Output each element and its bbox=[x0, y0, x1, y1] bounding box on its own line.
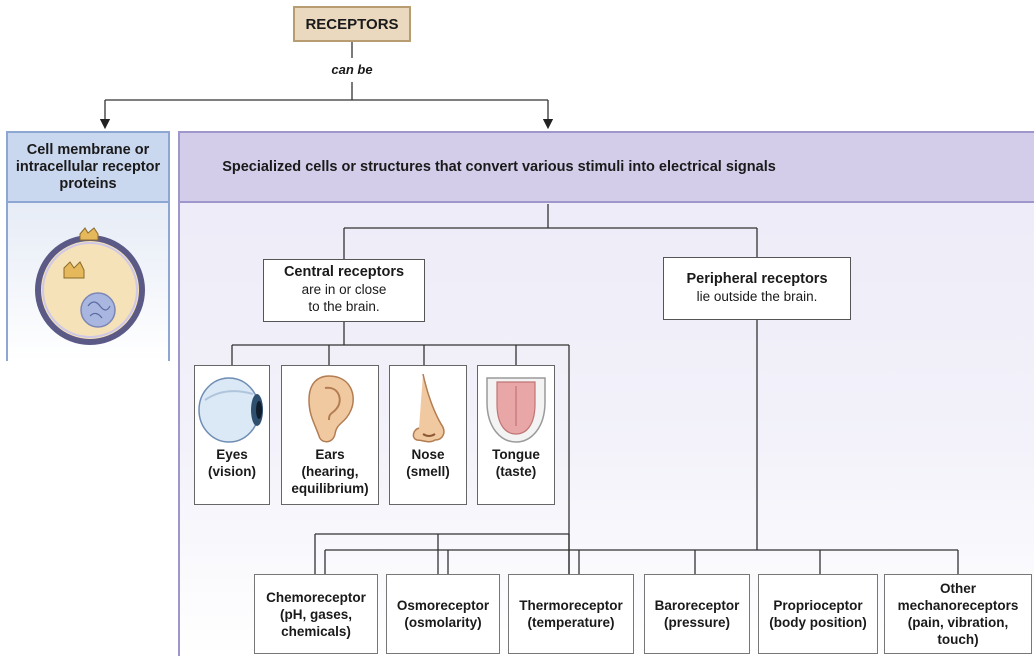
organ-tongue-name: Tongue bbox=[478, 446, 554, 463]
organ-eyes-detail: (vision) bbox=[195, 463, 269, 480]
receptor-line: Thermoreceptor bbox=[519, 597, 623, 614]
receptor-other-mechanoreceptors: Other mechanoreceptors (pain, vibration,… bbox=[884, 574, 1032, 654]
receptor-line: Chemoreceptor bbox=[266, 589, 366, 606]
peripheral-receptors-line1: lie outside the brain. bbox=[664, 288, 850, 305]
receptor-line: Baroreceptor bbox=[655, 597, 740, 614]
central-receptors-line1: are in or close bbox=[264, 281, 424, 298]
organ-nose-detail: (smell) bbox=[390, 463, 466, 480]
organ-eyes-name: Eyes bbox=[195, 446, 269, 463]
organ-ears-detail2: equilibrium) bbox=[282, 480, 378, 497]
organ-tongue-detail: (taste) bbox=[478, 463, 554, 480]
receptor-chemoreceptor: Chemoreceptor (pH, gases, chemicals) bbox=[254, 574, 378, 654]
receptor-proprioceptor: Proprioceptor (body position) bbox=[758, 574, 878, 654]
receptor-line: touch) bbox=[937, 631, 978, 648]
nose-icon bbox=[393, 372, 463, 446]
organ-nose-name: Nose bbox=[390, 446, 466, 463]
receptor-line: (osmolarity) bbox=[404, 614, 481, 631]
organ-ears-detail: (hearing, bbox=[282, 463, 378, 480]
peripheral-receptors-box: Peripheral receptors lie outside the bra… bbox=[663, 257, 851, 320]
organ-ears: Ears (hearing, equilibrium) bbox=[281, 365, 379, 505]
can-be-label: can be bbox=[310, 62, 394, 77]
central-receptors-line2: to the brain. bbox=[264, 298, 424, 315]
receptors-root-box: RECEPTORS bbox=[293, 6, 411, 42]
cell-illustration bbox=[30, 224, 158, 352]
receptor-line: (pH, gases, bbox=[280, 606, 352, 623]
central-receptors-title: Central receptors bbox=[264, 264, 424, 281]
central-receptors-box: Central receptors are in or close to the… bbox=[263, 259, 425, 322]
receptor-line: (pressure) bbox=[664, 614, 730, 631]
receptor-baroreceptor: Baroreceptor (pressure) bbox=[644, 574, 750, 654]
peripheral-receptors-title: Peripheral receptors bbox=[664, 271, 850, 288]
receptor-osmoreceptor: Osmoreceptor (osmolarity) bbox=[386, 574, 500, 654]
organ-ears-name: Ears bbox=[282, 446, 378, 463]
organ-nose: Nose (smell) bbox=[389, 365, 467, 505]
receptor-line: Proprioceptor bbox=[773, 597, 862, 614]
ear-icon bbox=[295, 372, 365, 446]
receptor-line: (body position) bbox=[769, 614, 866, 631]
tongue-icon bbox=[481, 372, 551, 446]
receptor-line: (pain, vibration, bbox=[908, 614, 1009, 631]
receptor-line: Osmoreceptor bbox=[397, 597, 489, 614]
receptor-line: mechanoreceptors bbox=[898, 597, 1019, 614]
receptor-line: Other bbox=[940, 580, 976, 597]
organ-tongue: Tongue (taste) bbox=[477, 365, 555, 505]
receptor-thermoreceptor: Thermoreceptor (temperature) bbox=[508, 574, 634, 654]
receptor-line: chemicals) bbox=[281, 623, 351, 640]
organ-eyes: Eyes (vision) bbox=[194, 365, 270, 505]
eye-icon bbox=[197, 372, 267, 446]
receptor-line: (temperature) bbox=[527, 614, 614, 631]
